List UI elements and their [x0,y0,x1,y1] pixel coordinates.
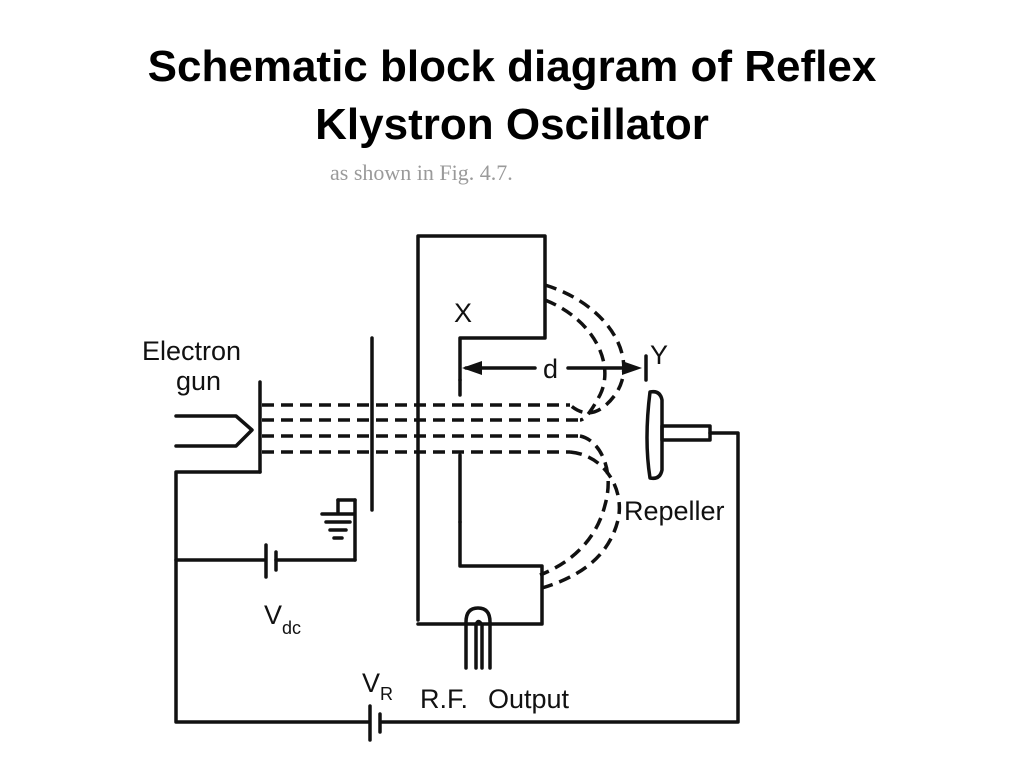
reflected-path-upper-inner [544,298,607,422]
label-y: Y [650,340,668,370]
label-vdc: V [264,600,282,630]
title-line-1: Schematic block diagram of Reflex [147,42,877,91]
repeller-stem [660,424,712,442]
heater-filament [174,414,254,448]
cavity-outline [416,234,547,626]
label-d: d [543,354,558,384]
label-repeller: Repeller [624,496,725,526]
rf-output-loop [464,606,492,670]
label-x: X [454,298,472,328]
circuit-right-loop [380,431,740,724]
label-output: Output [488,684,570,714]
label-vr-sub: R [380,684,393,704]
reflected-path-upper-outer [544,283,626,415]
label-gun: gun [176,366,221,396]
title-line-2: Klystron Oscillator [315,100,709,149]
circuit-left-loop [174,470,370,724]
page-title: Schematic block diagram of Reflex Klystr… [0,38,1024,154]
label-rf: R.F. [420,684,468,714]
reflected-path-lower-outer [541,450,621,590]
label-vr: V [362,668,380,698]
arrowhead-right [622,361,642,375]
repeller-electrode [645,389,664,481]
label-vdc-sub: dc [282,618,301,638]
label-electron: Electron [142,336,241,366]
reflected-path-lower-inner [539,434,610,577]
arrowhead-left [462,361,482,375]
scanned-text-remnant: as shown in Fig. 4.7. [330,160,513,185]
rf-output-inner [474,619,484,670]
